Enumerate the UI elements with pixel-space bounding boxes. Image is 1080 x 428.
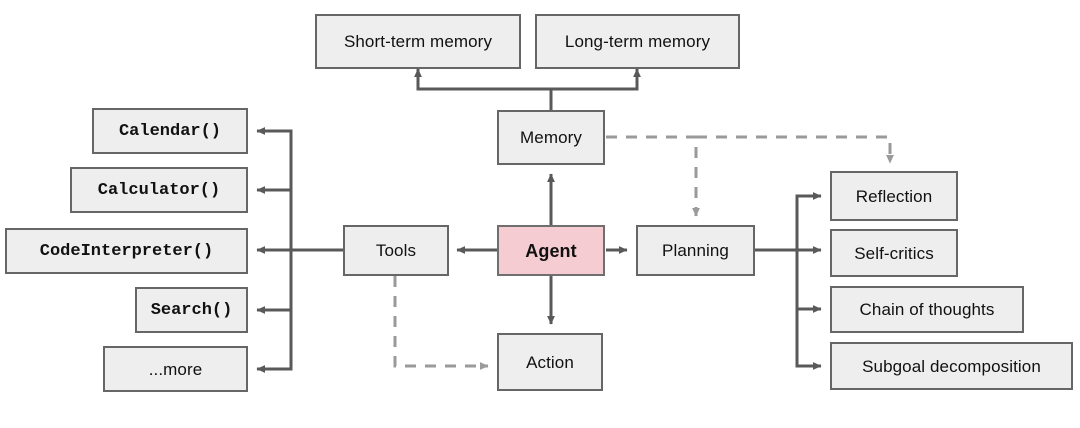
node-tool-more[interactable]: ...more — [103, 346, 248, 392]
node-short-term-memory[interactable]: Short-term memory — [315, 14, 521, 69]
edge-tools-to-more — [256, 310, 293, 373]
edge-memory-to-planning-dashed — [606, 135, 700, 217]
node-label: Reflection — [855, 186, 933, 206]
node-action[interactable]: Action — [497, 333, 603, 391]
node-label: Planning — [662, 241, 729, 260]
node-planning-reflection[interactable]: Reflection — [830, 171, 958, 221]
edge-planning-to-reflection — [755, 192, 822, 252]
edge-memory-to-short-term — [414, 68, 553, 110]
node-label: Calendar() — [118, 121, 222, 141]
edge-tools-to-action-dashed — [393, 276, 489, 370]
edge-planning-to-chain-of-thoughts — [795, 250, 822, 313]
node-planning-self-critics[interactable]: Self-critics — [830, 229, 958, 277]
node-label: Memory — [520, 128, 582, 147]
node-label: Chain of thoughts — [859, 300, 995, 319]
edge-memory-to-long-term — [551, 68, 641, 91]
node-label: Action — [526, 352, 574, 372]
node-label: CodeInterpreter() — [39, 241, 214, 261]
edge-tools-to-search — [256, 250, 293, 314]
node-tool-search[interactable]: Search() — [135, 287, 248, 333]
node-label: Self-critics — [854, 243, 934, 263]
edge-planning-to-subgoal-decomposition — [795, 309, 822, 370]
node-label: Long-term memory — [564, 32, 711, 51]
node-label: Calculator() — [97, 180, 221, 200]
edge-memory-to-reflection-dashed — [696, 135, 894, 164]
node-planning[interactable]: Planning — [636, 225, 755, 276]
node-tool-calculator[interactable]: Calculator() — [70, 167, 248, 213]
node-planning-subgoal-decomposition[interactable]: Subgoal decomposition — [830, 342, 1073, 390]
node-planning-chain-of-thoughts[interactable]: Chain of thoughts — [830, 286, 1024, 333]
node-agent[interactable]: Agent — [497, 225, 605, 276]
node-memory[interactable]: Memory — [497, 110, 605, 165]
node-tool-codeinterpreter[interactable]: CodeInterpreter() — [5, 228, 248, 274]
node-label: Tools — [375, 241, 417, 260]
node-label: Search() — [150, 300, 233, 320]
node-label: ...more — [148, 359, 203, 379]
node-label: Agent — [525, 240, 577, 261]
node-label: Short-term memory — [343, 32, 493, 51]
node-tool-calendar[interactable]: Calendar() — [92, 108, 248, 154]
node-long-term-memory[interactable]: Long-term memory — [535, 14, 740, 69]
edge-tools-to-calendar — [256, 127, 343, 252]
node-label: Subgoal decomposition — [862, 356, 1041, 376]
node-tools[interactable]: Tools — [343, 225, 449, 276]
